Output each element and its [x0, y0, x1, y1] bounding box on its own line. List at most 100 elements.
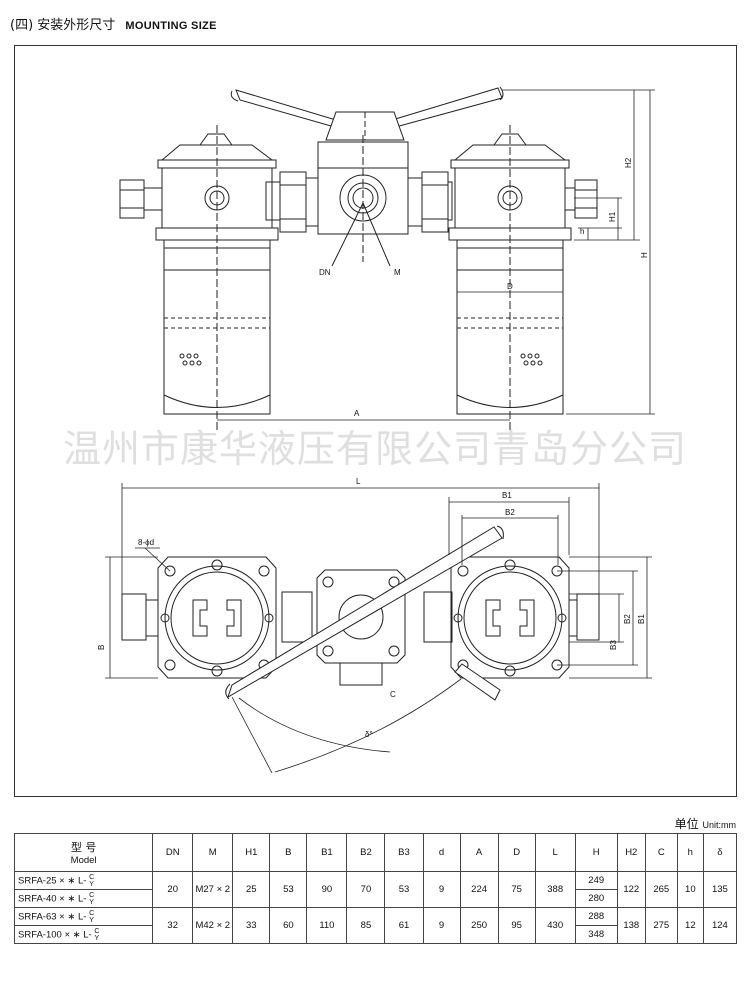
- cell-b2: 70: [346, 871, 386, 908]
- cell-a: 224: [459, 871, 499, 908]
- cell-c: 275: [644, 907, 678, 944]
- center-block: [281, 569, 453, 686]
- header-a: A: [459, 833, 499, 872]
- unit-zh: 单位: [674, 817, 699, 831]
- cell-b3: 61: [384, 907, 424, 944]
- label-h2: H2: [624, 157, 633, 168]
- header-l: L: [534, 833, 576, 872]
- label-b1-vertical: B1: [637, 614, 646, 624]
- header-m: M: [192, 833, 234, 872]
- label-b2-vertical: B2: [623, 614, 632, 624]
- title-zh: (四) 安装外形尺寸: [10, 18, 116, 33]
- header-h: H: [574, 833, 618, 872]
- vent-dots-right: [520, 353, 543, 366]
- model-name: SRFA-63 × ∗ L-: [18, 911, 87, 923]
- cell-a: 250: [459, 907, 499, 944]
- top-dimensions: [105, 483, 652, 774]
- cell-d: 95: [497, 907, 536, 944]
- cell-dn: 32: [152, 907, 194, 944]
- model-name: SRFA-40 × ∗ L-: [18, 893, 87, 905]
- valve-handle: [230, 86, 504, 141]
- cell-m: M27 × 2: [192, 871, 234, 908]
- label-m: M: [394, 268, 401, 277]
- left-flange: [121, 556, 277, 679]
- cell-l: 388: [534, 871, 576, 908]
- label-d: D: [507, 282, 513, 291]
- spec-table: 型 号 Model DN M H1 B B1 B2 B3 d A D L H H…: [13, 833, 738, 944]
- cell-b3: 53: [384, 871, 424, 908]
- header-model-zh: 型 号: [70, 841, 97, 854]
- header-b1: B1: [306, 833, 348, 872]
- model-name: SRFA-25 × ∗ L-: [18, 875, 87, 887]
- header-c: C: [644, 833, 678, 872]
- drawing-frame: [14, 45, 737, 797]
- front-view: H2 H1 h H DN M D A: [119, 86, 655, 430]
- label-c: C: [390, 690, 396, 699]
- header-delta: δ: [702, 833, 738, 872]
- cell-h: 348: [574, 925, 618, 944]
- cell-h-small: 12: [676, 907, 704, 944]
- cell-delta: 124: [702, 907, 738, 944]
- header-model: 型 号 Model: [13, 833, 154, 872]
- front-dimensions: [217, 89, 655, 421]
- left-filter: [119, 125, 279, 430]
- cell-b: 60: [269, 907, 308, 944]
- label-h-total: H: [640, 252, 649, 258]
- cell-b1: 110: [306, 907, 348, 944]
- cell-b: 53: [269, 871, 308, 908]
- cell-h-small: 10: [676, 871, 704, 908]
- cell-h: 280: [574, 889, 618, 908]
- top-view: L B1 B2 8-ϕd B B2 B1 B3 C δ°: [97, 477, 652, 774]
- label-h-small: h: [580, 227, 584, 236]
- cell-m: M42 × 2: [192, 907, 234, 944]
- header-d: D: [497, 833, 536, 872]
- cell-c: 265: [644, 871, 678, 908]
- label-b1: B1: [502, 491, 512, 500]
- cell-dn: 20: [152, 871, 194, 908]
- title-en: MOUNTING SIZE: [125, 20, 217, 32]
- cell-b1: 90: [306, 871, 348, 908]
- vent-dots-left: [179, 353, 202, 366]
- model-name: SRFA-100 × ∗ L-: [18, 929, 92, 941]
- label-h1: H1: [608, 211, 617, 222]
- top-handle: [225, 525, 504, 701]
- pipe-connectors: [265, 171, 453, 233]
- header-b3: B3: [384, 833, 424, 872]
- cell-d: 75: [497, 871, 536, 908]
- header-h-small: h: [676, 833, 704, 872]
- cell-h2: 138: [616, 907, 646, 944]
- label-dn: DN: [319, 268, 331, 277]
- header-h2: H2: [616, 833, 646, 872]
- label-b: B: [97, 645, 106, 650]
- cell-d-small: 9: [422, 871, 461, 908]
- cell-h2: 122: [616, 871, 646, 908]
- cell-delta: 135: [702, 871, 738, 908]
- cell-h1: 25: [232, 871, 271, 908]
- cell-h: 249: [574, 871, 618, 890]
- header-b: B: [269, 833, 308, 872]
- right-filter: [448, 125, 598, 430]
- header-b2: B2: [346, 833, 386, 872]
- section-title: (四) 安装外形尺寸 MOUNTING SIZE: [10, 14, 217, 33]
- unit-label: 单位 Unit:mm: [675, 815, 736, 832]
- cell-d-small: 9: [422, 907, 461, 944]
- cell-h: 288: [574, 907, 618, 926]
- cell-h1: 33: [232, 907, 271, 944]
- valve-body: [317, 135, 409, 262]
- label-a: A: [354, 409, 360, 418]
- unit-en: Unit:mm: [702, 820, 737, 830]
- header-model-en: Model: [70, 855, 97, 866]
- header-h1: H1: [232, 833, 271, 872]
- cell-l: 430: [534, 907, 576, 944]
